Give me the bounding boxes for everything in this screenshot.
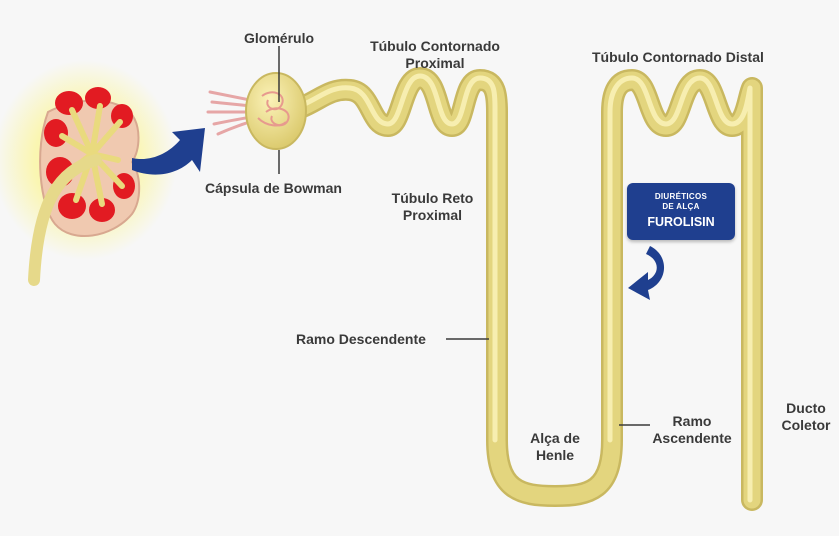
label-alca-de-henle: Alça de Henle (520, 430, 590, 464)
furolisin-badge: DIURÉTICOS DE ALÇA FUROLISIN (627, 183, 735, 240)
label-tcp-line2: Proximal (405, 55, 465, 71)
kidney-icon (0, 60, 177, 286)
badge-line2: DE ALÇA (662, 202, 700, 211)
badge-line1: DIURÉTICOS (654, 192, 708, 201)
label-trp-line2: Proximal (402, 207, 463, 223)
label-tubulo-reto-proximal: Túbulo Reto Proximal (380, 190, 485, 224)
label-alca-line2: Henle (535, 447, 575, 463)
label-capsula-bowman: Cápsula de Bowman (205, 180, 342, 196)
label-ramo-asc-line1: Ramo (672, 413, 712, 429)
leader-lines (278, 46, 650, 426)
label-ducto-line2: Coletor (781, 417, 831, 433)
label-ducto-coletor: Ducto Coletor (778, 400, 834, 434)
tubule-path (289, 67, 763, 511)
label-tubulo-contornado-distal: Túbulo Contornado Distal (592, 49, 764, 65)
label-ramo-asc-line2: Ascendente (652, 430, 732, 446)
bowman-capsule-icon (245, 72, 307, 150)
label-ramo-ascendente: Ramo Ascendente (642, 413, 742, 447)
arrow-right-icon (132, 128, 205, 175)
label-ramo-descendente: Ramo Descendente (296, 331, 426, 347)
label-glomerulo: Glomérulo (244, 30, 315, 46)
label-tcp-line1: Túbulo Contornado (370, 38, 500, 54)
badge-name: FUROLISIN (647, 215, 715, 229)
label-alca-line1: Alça de (530, 430, 580, 446)
label-trp-line1: Túbulo Reto (391, 190, 474, 206)
label-tubulo-contornado-proximal: Túbulo Contornado Proximal (360, 38, 510, 72)
label-ducto-line1: Ducto (786, 400, 826, 416)
curved-arrow-icon (628, 246, 665, 300)
